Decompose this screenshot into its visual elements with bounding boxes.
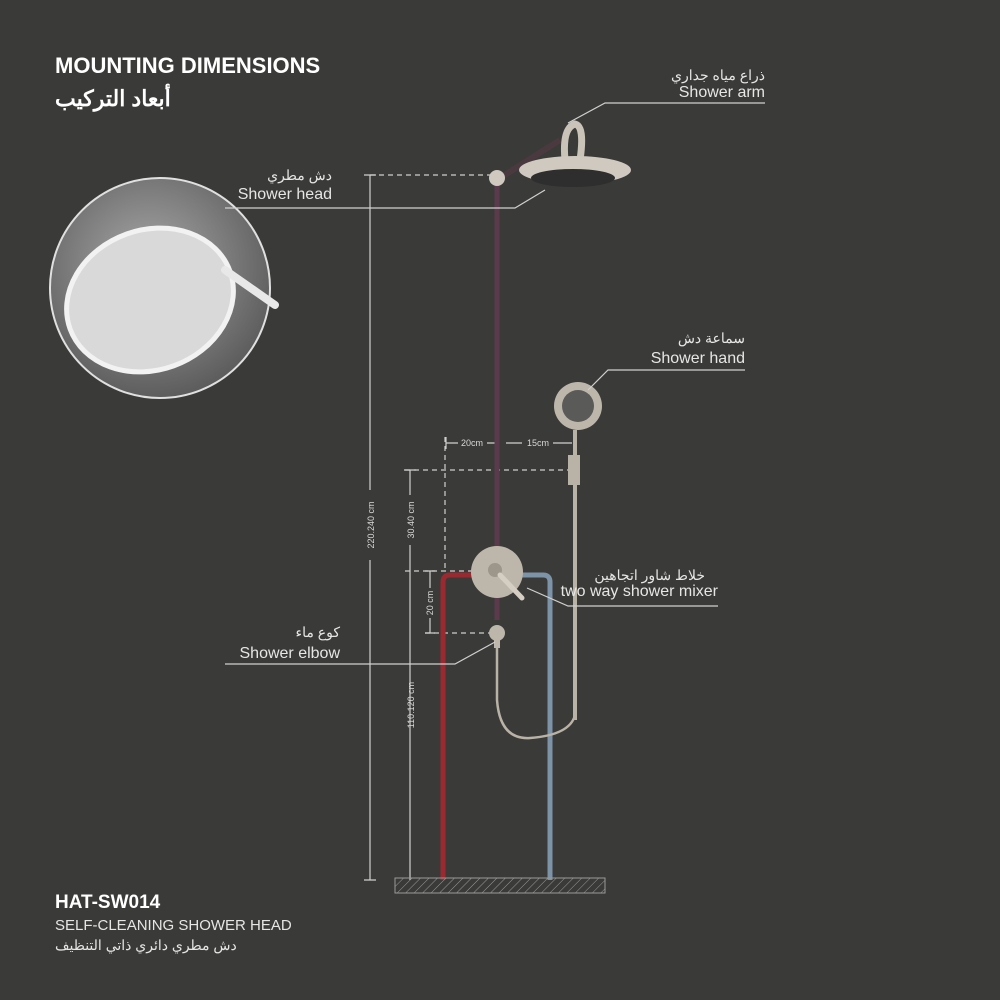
cold-water-pipe — [515, 572, 553, 880]
svg-text:30.40 cm: 30.40 cm — [406, 501, 416, 538]
page-title: MOUNTING DIMENSIONS — [55, 53, 320, 78]
dimension-hand: 30.40 cm — [404, 469, 416, 880]
svg-text:كوع ماء: كوع ماء — [296, 624, 341, 641]
callout-shower-elbow: كوع ماء Shower elbow — [225, 624, 496, 665]
svg-text:110.120 cm: 110.120 cm — [406, 682, 416, 728]
shower-head-unit — [489, 120, 631, 187]
svg-text:سماعة دش: سماعة دش — [678, 330, 745, 347]
svg-text:20cm: 20cm — [461, 438, 483, 448]
svg-text:15cm: 15cm — [527, 438, 549, 448]
svg-text:دش مطري: دش مطري — [267, 167, 332, 184]
svg-text:Shower elbow: Shower elbow — [240, 645, 341, 662]
svg-text:ذراع مياه جداري: ذراع مياه جداري — [671, 67, 765, 84]
callout-mixer: خلاط شاور اتجاهين two way shower mixer — [526, 567, 719, 607]
svg-text:two way shower mixer: two way shower mixer — [561, 583, 719, 600]
svg-text:220.240 cm: 220.240 cm — [366, 501, 376, 548]
shower-head-detail-inset — [49, 177, 279, 399]
product-code: HAT-SW014 — [55, 892, 161, 913]
shower-mixer — [471, 546, 525, 601]
svg-text:خلاط شاور اتجاهين: خلاط شاور اتجاهين — [594, 567, 705, 584]
dimension-total: 220.240 cm — [364, 174, 376, 881]
dimension-elbow: 110.120 cm — [406, 682, 416, 728]
shower-elbow — [489, 625, 505, 648]
floor — [394, 877, 606, 894]
page-title-arabic: أبعاد التركيب — [55, 83, 171, 112]
dimension-mixer-elbow: 20 cm — [425, 570, 435, 634]
svg-text:Shower arm: Shower arm — [679, 84, 765, 101]
product-name-arabic: دش مطري دائري ذاتي التنظيف — [55, 937, 237, 954]
svg-text:20 cm: 20 cm — [425, 591, 435, 616]
product-name: SELF-CLEANING SHOWER HEAD — [55, 917, 292, 934]
dimension-offsets: 20cm 15cm — [445, 437, 572, 449]
hot-water-pipe — [440, 572, 480, 880]
callout-shower-hand: سماعة دش Shower hand — [587, 330, 745, 391]
svg-text:Shower hand: Shower hand — [651, 350, 745, 367]
svg-text:Shower head: Shower head — [238, 186, 332, 203]
callout-shower-head: دش مطري Shower head — [225, 167, 546, 209]
hand-shower — [495, 382, 602, 740]
callout-shower-arm: ذراع مياه جداري Shower arm — [567, 67, 765, 124]
